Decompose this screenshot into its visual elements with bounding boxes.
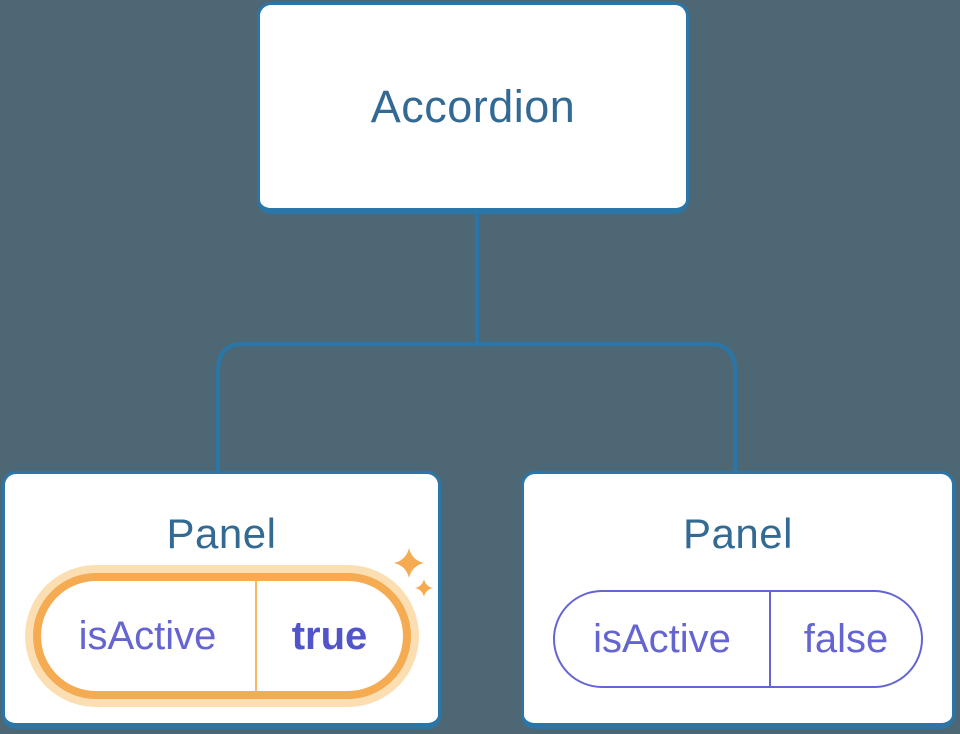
panel-label: Panel bbox=[166, 510, 277, 557]
sparkle-icon bbox=[394, 548, 433, 597]
prop-name: isActive bbox=[555, 592, 771, 686]
panel-label: Panel bbox=[683, 510, 793, 557]
prop-value: false bbox=[803, 616, 889, 661]
node-accordion: Accordion bbox=[257, 2, 689, 214]
prop-value: true bbox=[291, 613, 368, 658]
connector-branch bbox=[216, 342, 737, 472]
prop-pill-inactive: isActive false bbox=[553, 590, 923, 688]
node-panel-active: Panel isActive true bbox=[2, 471, 441, 729]
prop-name: isActive bbox=[41, 581, 257, 691]
accordion-label: Accordion bbox=[370, 80, 576, 132]
node-panel-inactive: Panel isActive false bbox=[521, 471, 955, 729]
prop-pill-active: isActive true bbox=[32, 573, 411, 699]
